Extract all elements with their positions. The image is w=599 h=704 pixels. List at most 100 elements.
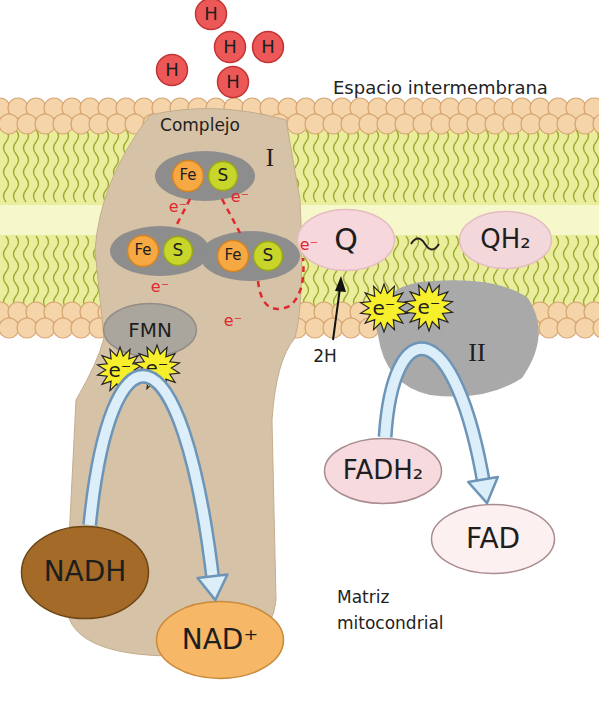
lipid-tail xyxy=(304,130,309,202)
arrow-head xyxy=(335,276,346,292)
lipid-head xyxy=(71,114,91,134)
lipid-tail xyxy=(414,130,419,202)
lipid-tail xyxy=(484,130,489,202)
lipid-tail xyxy=(404,130,409,202)
iron-atom-shape xyxy=(173,161,204,192)
proton-circle-shape xyxy=(253,32,284,63)
arrow-head xyxy=(468,477,498,503)
lipid-tail xyxy=(574,130,579,202)
electron-label: e⁻ xyxy=(294,233,324,257)
arrow-outline xyxy=(385,349,484,488)
nadh-molecule: NADH xyxy=(20,525,150,620)
lipid-tail xyxy=(534,130,539,202)
starburst-shape xyxy=(361,284,408,332)
electron-label: e⁻ xyxy=(145,275,175,299)
lipid-head xyxy=(521,114,541,134)
proton-circle: H xyxy=(251,30,285,64)
lipid-tail xyxy=(524,130,529,202)
iron-atom: Fe xyxy=(171,159,205,193)
lipid-tail xyxy=(384,130,389,202)
node-label: Fe xyxy=(179,167,196,184)
proton-circle: H xyxy=(216,65,250,99)
electron-label: e⁻ xyxy=(218,309,248,333)
lipid-tail xyxy=(564,236,569,308)
ubiquinol-shape xyxy=(460,212,552,269)
lipid-tail xyxy=(434,130,439,202)
node-label: II xyxy=(455,338,499,368)
lipid-tail xyxy=(34,130,39,202)
lipid-tail xyxy=(4,236,9,308)
lipid-tail xyxy=(544,130,549,202)
node-text-wrap: Fe xyxy=(126,234,160,268)
iron-atom: Fe xyxy=(216,239,250,273)
region-label: Espacio intermembrana xyxy=(333,74,595,101)
lipid-tail xyxy=(44,236,49,308)
node-label: NADH xyxy=(44,556,127,588)
nad-molecule: NAD⁺ xyxy=(155,600,285,680)
node-text-wrap: e⁻ xyxy=(403,281,455,333)
iron-atom: Fe xyxy=(126,234,160,268)
node-text-wrap: S xyxy=(252,240,284,272)
node-text-wrap: QH₂ xyxy=(458,210,553,270)
fad-molecule-shape xyxy=(432,505,555,574)
node-label: H xyxy=(165,60,179,81)
arrow-shaft xyxy=(333,288,340,340)
sulfur-atom: S xyxy=(252,240,284,272)
lipid-head xyxy=(431,114,451,134)
node-label: H xyxy=(226,72,240,93)
node-text-wrap: FADH₂ xyxy=(323,437,443,505)
lipid-tail xyxy=(564,130,569,202)
lipid-tail xyxy=(374,130,379,202)
lipid-tail xyxy=(94,130,99,202)
lipid-tail xyxy=(44,130,49,202)
iron-atom-shape xyxy=(218,241,249,272)
electron-flow-arrow xyxy=(385,349,498,503)
lipid-tail xyxy=(464,130,469,202)
sulfur-atom: S xyxy=(162,235,194,267)
lipid-tail xyxy=(494,130,499,202)
lipid-head xyxy=(53,318,73,338)
node-text-wrap: e⁻ xyxy=(358,282,410,334)
lipid-tail xyxy=(314,130,319,202)
lipid-tail xyxy=(474,130,479,202)
node-label: S xyxy=(218,166,229,186)
sulfur-atom-shape xyxy=(164,237,193,266)
lipid-tail xyxy=(334,130,339,202)
lipid-head xyxy=(503,114,523,134)
node-text-wrap: H xyxy=(194,0,228,31)
fadh2-molecule: FADH₂ xyxy=(323,437,443,505)
lipid-head xyxy=(323,114,343,134)
lipid-tail xyxy=(514,130,519,202)
ubiquinol: QH₂ xyxy=(458,210,553,270)
node-label: QH₂ xyxy=(480,225,530,255)
lipid-head xyxy=(35,114,55,134)
electron-label: e⁻ xyxy=(225,185,255,209)
lipid-tail xyxy=(424,130,429,202)
lipid-head xyxy=(107,114,127,134)
fad-molecule: FAD xyxy=(430,503,556,575)
fadh2-molecule-shape xyxy=(325,439,442,504)
node-label: Q xyxy=(334,223,358,258)
arrow-body xyxy=(385,349,484,488)
lipid-tail xyxy=(594,236,599,308)
node-label: FADH₂ xyxy=(343,456,423,486)
lipid-tail xyxy=(54,236,59,308)
lipid-head xyxy=(557,114,577,134)
node-label: e⁻ xyxy=(373,297,396,320)
nadh-molecule-shape xyxy=(22,527,149,619)
lipid-head xyxy=(395,114,415,134)
lipid-tail xyxy=(364,130,369,202)
fe-s-cluster xyxy=(110,226,210,276)
electron-label: e⁻ xyxy=(163,195,193,219)
proton-circle: H xyxy=(213,30,247,64)
proton-circle-shape xyxy=(157,55,188,86)
node-label: H xyxy=(261,37,275,58)
lipid-head xyxy=(35,318,55,338)
lipid-tail xyxy=(64,236,69,308)
proton-circle-shape xyxy=(215,32,246,63)
node-text-wrap: FAD xyxy=(430,503,556,575)
lipid-head xyxy=(341,318,361,338)
lipid-head xyxy=(485,114,505,134)
lipid-tail xyxy=(34,236,39,308)
